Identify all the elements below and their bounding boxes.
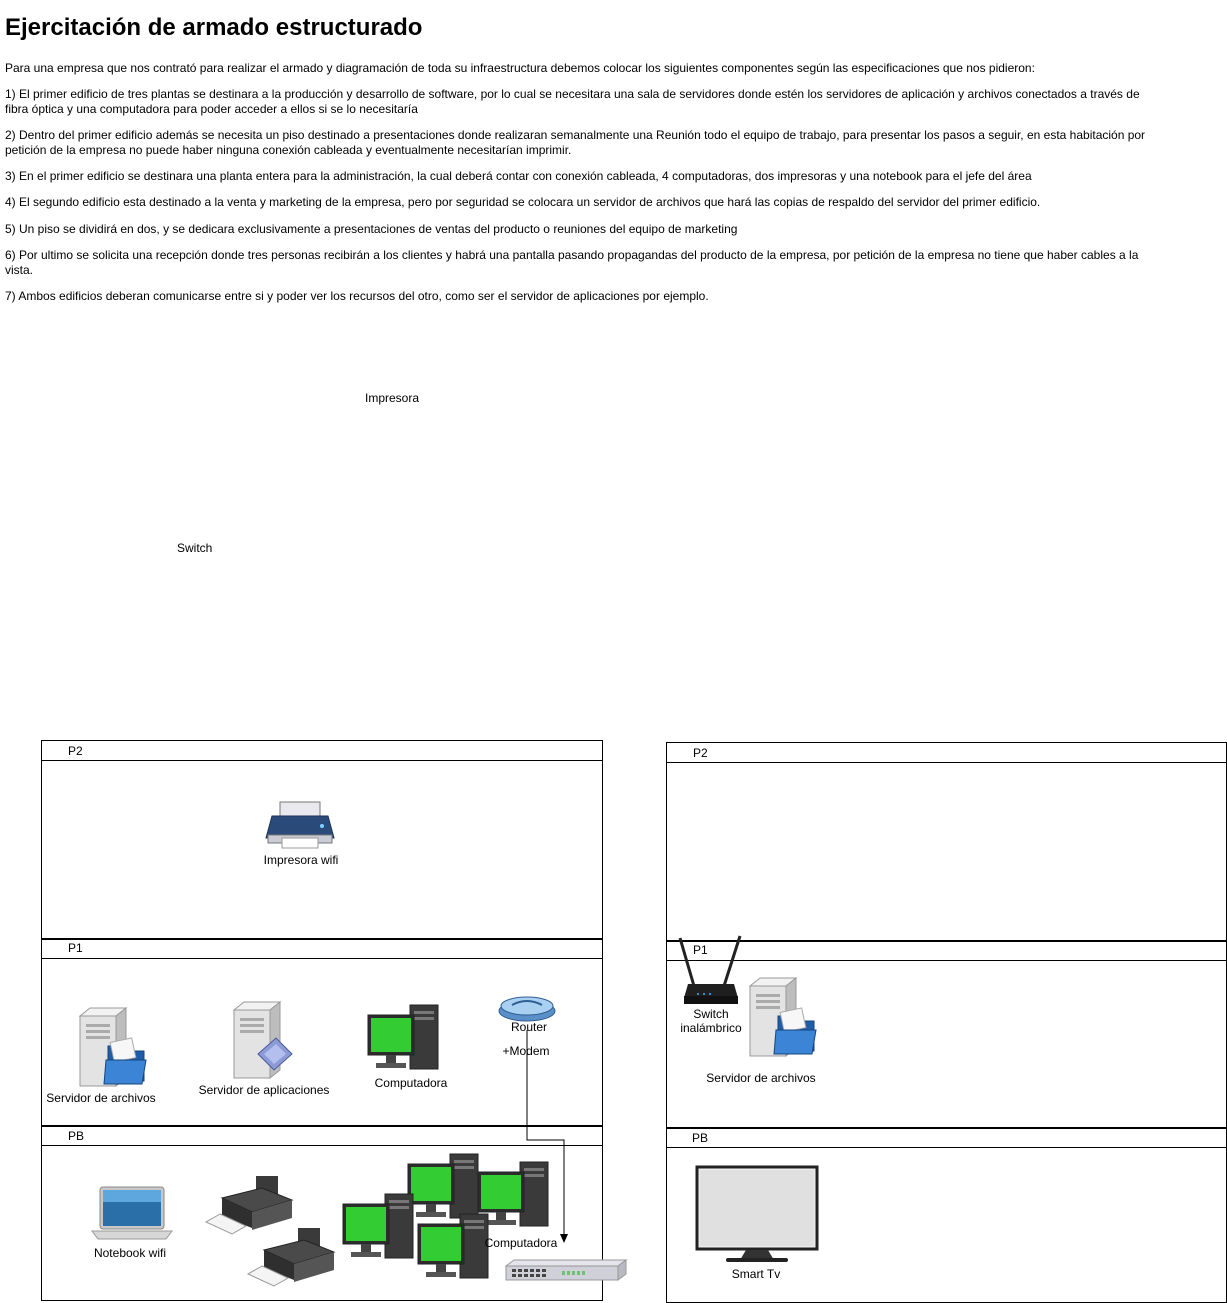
- requirement-2: 2) Dentro del primer edificio además se …: [5, 128, 1146, 157]
- computer-icon[interactable]: [417, 1213, 490, 1280]
- b1-p1-modem-label: +Modem: [502, 1044, 550, 1058]
- notebook-icon[interactable]: [91, 1186, 173, 1243]
- requirement-3: 3) En el primer edificio se destinara un…: [5, 169, 1032, 183]
- b1-p2-printer-label: Impresora wifi: [263, 853, 339, 867]
- b1-p1-label: P1: [68, 941, 83, 955]
- b1-p1-room[interactable]: [41, 958, 603, 1127]
- b1-p1-computer-label: Computadora: [374, 1076, 448, 1090]
- b2-p2-label: P2: [693, 746, 708, 760]
- b1-pb-computer-label: Computadora: [484, 1236, 558, 1250]
- floating-printer-label: Impresora: [365, 391, 420, 405]
- printer-icon[interactable]: [204, 1176, 296, 1236]
- b1-p1-file-server-label: Servidor de archivos: [46, 1091, 156, 1105]
- b2-pb-label: PB: [692, 1131, 709, 1145]
- computer-icon[interactable]: [367, 1004, 440, 1071]
- requirement-4: 4) El segundo edificio esta destinado a …: [5, 195, 1041, 209]
- b1-pb-notebook-label: Notebook wifi: [93, 1246, 167, 1260]
- b2-p2-header[interactable]: P2: [666, 742, 1227, 763]
- router-to-switch-connector: [526, 1030, 568, 1243]
- b1-p1-app-server-label: Servidor de aplicaciones: [198, 1083, 330, 1097]
- b1-p2-room[interactable]: [41, 760, 603, 940]
- b1-p2-header[interactable]: P2: [41, 740, 603, 761]
- switch-icon[interactable]: [504, 1258, 628, 1284]
- printer-icon[interactable]: [265, 801, 336, 850]
- requirement-5: 5) Un piso se dividirá en dos, y se dedi…: [5, 222, 738, 236]
- wireless-switch-icon[interactable]: [676, 935, 744, 1008]
- floating-switch-label: Switch: [177, 541, 213, 555]
- tv-icon[interactable]: [695, 1165, 819, 1264]
- requirement-6: 6) Por ultimo se solicita una recepción …: [5, 248, 1139, 277]
- computer-icon[interactable]: [342, 1193, 415, 1260]
- b2-p1-file-server-label: Servidor de archivos: [706, 1071, 816, 1085]
- b2-p1-header[interactable]: P1: [666, 940, 1227, 961]
- b1-pb-room[interactable]: [41, 1145, 603, 1301]
- b1-p1-router-label: Router: [510, 1020, 548, 1034]
- requirement-7: 7) Ambos edificios deberan comunicarse e…: [5, 289, 709, 303]
- app-server-icon[interactable]: [232, 1000, 294, 1080]
- intro-text: Para una empresa que nos contrató para r…: [5, 61, 1035, 75]
- page-title: Ejercitación de armado estructurado: [5, 14, 423, 41]
- b2-pb-header[interactable]: PB: [666, 1127, 1227, 1148]
- b2-p2-room[interactable]: [666, 762, 1227, 942]
- b1-p2-label: P2: [68, 744, 83, 758]
- b2-pb-tv-label: Smart Tv: [731, 1267, 781, 1281]
- computer-icon[interactable]: [407, 1153, 480, 1220]
- requirement-1: 1) El primer edificio de tres plantas se…: [5, 87, 1140, 116]
- b1-pb-label: PB: [68, 1129, 85, 1143]
- b2-p1-label: P1: [693, 943, 708, 957]
- b2-p1-switch-label: Switch inalámbrico: [680, 1007, 742, 1035]
- file-server-icon[interactable]: [76, 1006, 148, 1088]
- b1-pb-header[interactable]: PB: [41, 1125, 603, 1146]
- file-server-icon[interactable]: [746, 976, 818, 1058]
- router-icon[interactable]: [498, 993, 556, 1023]
- b1-p1-header[interactable]: P1: [41, 938, 603, 959]
- printer-icon[interactable]: [246, 1228, 338, 1290]
- computer-icon[interactable]: [477, 1161, 550, 1228]
